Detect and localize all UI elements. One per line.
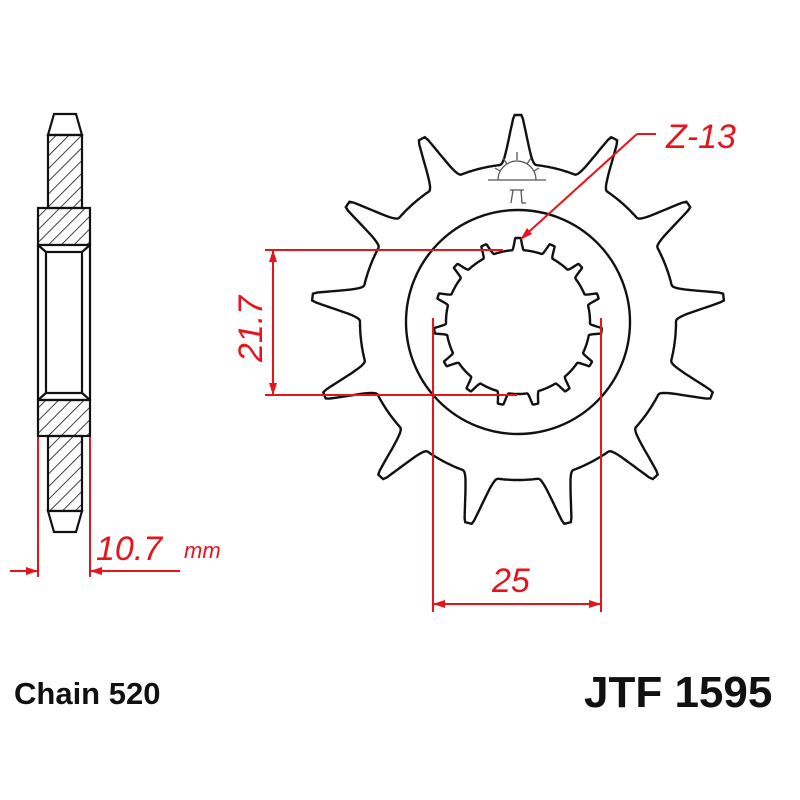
teeth-count: Z-13 [665,118,736,156]
side-view [36,112,92,534]
side-top-hub [36,206,92,247]
part-number: JTF 1595 [584,668,773,717]
chain-label: Chain 520 [14,676,161,711]
spline-width-dimension [432,318,602,612]
sprocket-outline [310,113,726,526]
bore-height-dimension [265,249,517,396]
side-bottom-tooth-tip [46,509,84,534]
side-bore-inner [44,250,84,395]
brand-logo [488,152,546,204]
side-top-tooth [46,133,84,210]
side-top-tooth-tip [46,112,84,137]
side-bottom-hub [36,398,92,438]
thickness-dimension [10,437,180,577]
spline-width-value: 25 [491,562,530,600]
thickness-unit: mm [184,538,221,563]
thickness-value: 10.7 [96,530,163,568]
bore-height-value: 21.7 [232,295,270,363]
side-bottom-tooth [46,434,84,513]
hub-circle [404,208,632,436]
spline-outline [432,236,604,406]
front-view [310,113,726,526]
teeth-leader [520,133,656,240]
